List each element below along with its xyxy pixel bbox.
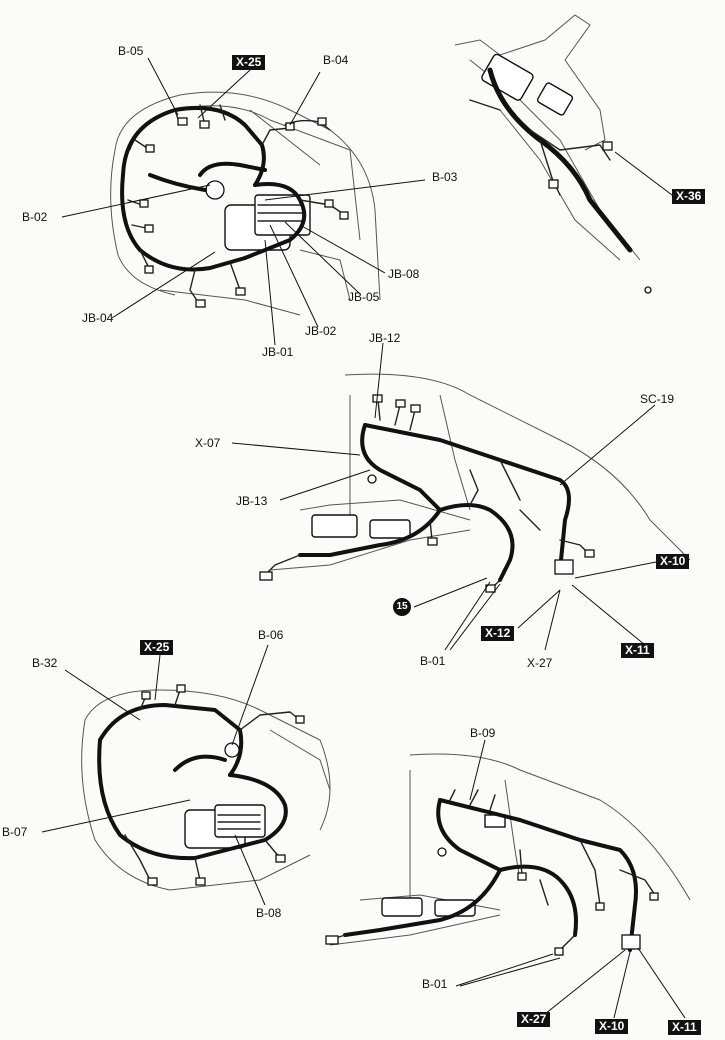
label-jb-13: JB-13 xyxy=(236,494,268,508)
label-b-32: B-32 xyxy=(32,656,58,670)
label-b-08: B-08 xyxy=(256,906,282,920)
label-b-02: B-02 xyxy=(22,210,48,224)
label-jb-08: JB-08 xyxy=(388,267,420,281)
label-x-36: X-36 xyxy=(672,189,706,204)
label-b-07: B-07 xyxy=(2,825,28,839)
label-x-11-middle: X-11 xyxy=(621,643,654,658)
label-x-25-bottom: X-25 xyxy=(140,640,174,655)
label-b-09: B-09 xyxy=(470,726,496,740)
steering-column-view xyxy=(454,14,673,294)
label-x-10-middle: X-10 xyxy=(656,554,690,569)
label-jb-01: JB-01 xyxy=(262,345,294,359)
label-b-01-middle: B-01 xyxy=(420,654,446,668)
label-b-05: B-05 xyxy=(118,44,144,58)
label-b-01-bottom: B-01 xyxy=(422,977,448,991)
label-x-07: X-07 xyxy=(195,436,221,450)
label-jb-12: JB-12 xyxy=(369,331,401,345)
label-sc-19: SC-19 xyxy=(640,392,675,406)
engine-bay-view-top xyxy=(61,57,426,346)
label-x-27-bottom: X-27 xyxy=(517,1012,551,1027)
dashboard-view-bottom xyxy=(325,739,691,1019)
callout-15-badge: 15 xyxy=(393,598,411,616)
label-x-12: X-12 xyxy=(481,626,515,641)
label-jb-04: JB-04 xyxy=(82,311,114,325)
label-x-10-bottom: X-10 xyxy=(595,1019,629,1034)
label-x-27-middle: X-27 xyxy=(527,656,553,670)
label-x-25-top: X-25 xyxy=(232,55,266,70)
label-x-11-bottom: X-11 xyxy=(668,1020,701,1035)
label-b-06: B-06 xyxy=(258,628,284,642)
label-jb-02: JB-02 xyxy=(305,324,337,338)
label-jb-05: JB-05 xyxy=(348,290,380,304)
dashboard-view-middle xyxy=(231,342,691,651)
label-b-03: B-03 xyxy=(432,170,458,184)
label-b-04: B-04 xyxy=(323,53,349,67)
engine-bay-view-bottom xyxy=(41,644,331,906)
